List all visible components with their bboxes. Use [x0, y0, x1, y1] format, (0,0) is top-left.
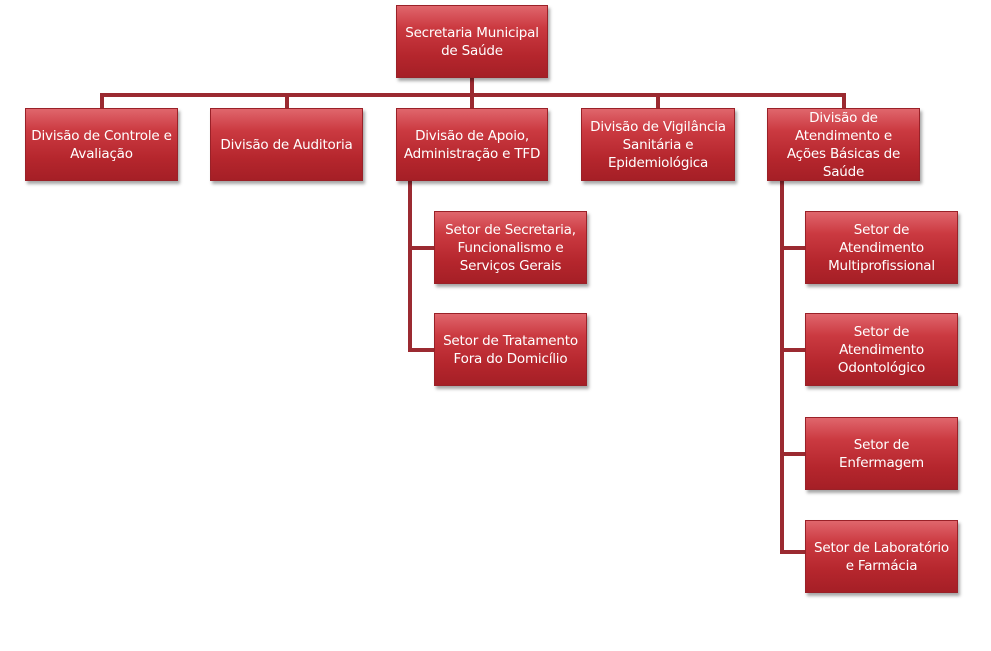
node-label: Divisão de Controle e Avaliação: [31, 127, 172, 162]
atendimento-branch-odontologico: [780, 348, 808, 352]
node-label: Setor de Tratamento Fora do Domicílio: [443, 332, 578, 367]
node-setor-atendimento-multiprofissional: Setor de Atendimento Multiprofissional: [805, 211, 958, 284]
node-divisao-controle-avaliacao: Divisão de Controle e Avaliação: [25, 108, 178, 181]
node-divisao-auditoria: Divisão de Auditoria: [210, 108, 363, 181]
division-drop-atendimento: [842, 93, 846, 109]
node-divisao-vigilancia: Divisão de Vigilância Sanitária e Epidem…: [581, 108, 735, 181]
node-label: Setor de Atendimento Multiprofissional: [828, 221, 935, 274]
atendimento-spine: [780, 180, 784, 554]
atendimento-branch-multiprofissional: [780, 246, 808, 250]
division-drop-controle: [100, 93, 104, 109]
node-setor-secretaria-funcionalismo: Setor de Secretaria, Funcionalismo e Ser…: [434, 211, 587, 284]
node-setor-laboratorio-farmacia: Setor de Laboratório e Farmácia: [805, 520, 958, 593]
node-secretaria-municipal-saude: Secretaria Municipal de Saúde: [396, 5, 548, 78]
root-connector: [470, 78, 474, 96]
node-divisao-atendimento-acoes-basicas: Divisão de Atendimento e Ações Básicas d…: [767, 108, 920, 181]
atendimento-branch-laboratorio: [780, 550, 808, 554]
node-label: Divisão de Vigilância Sanitária e Epidem…: [590, 118, 726, 171]
node-label: Divisão de Atendimento e Ações Básicas d…: [786, 109, 901, 180]
apoio-branch-secretaria: [408, 246, 436, 250]
division-drop-auditoria: [285, 93, 289, 109]
atendimento-branch-enfermagem: [780, 452, 808, 456]
node-setor-tratamento-fora-domicilio: Setor de Tratamento Fora do Domicílio: [434, 313, 587, 386]
apoio-branch-tratamento: [408, 348, 436, 352]
node-label: Setor de Laboratório e Farmácia: [814, 539, 949, 574]
node-label: Divisão de Apoio, Administração e TFD: [403, 127, 541, 162]
division-drop-vigilancia: [656, 93, 660, 109]
node-label: Divisão de Auditoria: [220, 136, 353, 153]
node-setor-enfermagem: Setor de Enfermagem: [805, 417, 958, 490]
node-label: Secretaria Municipal de Saúde: [405, 24, 539, 59]
node-setor-atendimento-odontologico: Setor de Atendimento Odontológico: [805, 313, 958, 386]
node-label: Setor de Secretaria, Funcionalismo e Ser…: [445, 221, 576, 274]
division-drop-apoio: [470, 93, 474, 109]
apoio-spine: [408, 180, 412, 352]
node-label: Setor de Enfermagem: [839, 436, 924, 471]
node-label: Setor de Atendimento Odontológico: [837, 323, 926, 376]
node-divisao-apoio-administracao-tfd: Divisão de Apoio, Administração e TFD: [396, 108, 548, 181]
